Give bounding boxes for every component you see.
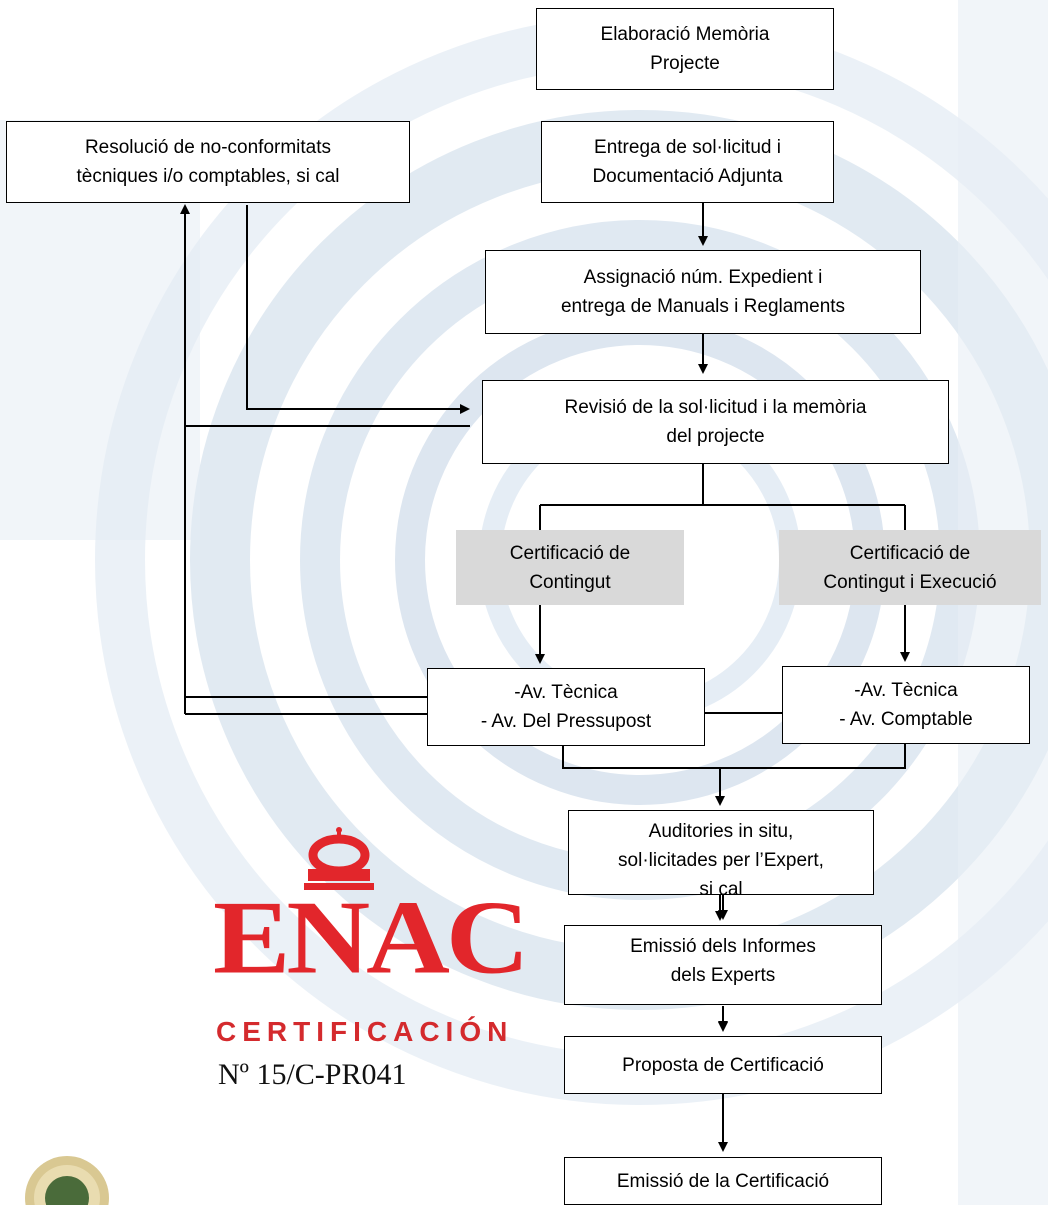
box-avaluacio-tecnica-pressupost: -Av. Tècnica - Av. Del Pressupost — [427, 668, 705, 746]
box-auditories-in-situ: Auditories in situ, sol·licitades per l’… — [568, 810, 874, 895]
certificacion-label: CERTIFICACIÓN — [216, 1016, 514, 1047]
box-certificacio-contingut-execucio: Certificació de Contingut i Execució — [779, 530, 1041, 605]
box-certificacio-contingut: Certificació de Contingut — [456, 530, 684, 605]
box-elaboracio-memoria: Elaboració Memòria Projecte — [536, 8, 834, 90]
box-avaluacio-tecnica-comptable: -Av. Tècnica - Av. Comptable — [782, 666, 1030, 744]
box-revisio-sollicitud: Revisió de la sol·licitud i la memòria d… — [482, 380, 949, 464]
box-resolucio-no-conformitats: Resolució de no-conformitats tècniques i… — [6, 121, 410, 203]
box-entrega-sollicitud: Entrega de sol·licitud i Documentació Ad… — [541, 121, 834, 203]
box-assignacio-expedient: Assignació núm. Expedient i entrega de M… — [485, 250, 921, 334]
box-emissio-certificacio: Emissió de la Certificació — [564, 1157, 882, 1205]
box-emissio-informes: Emissió dels Informes dels Experts — [564, 925, 882, 1005]
seal-icon — [25, 1156, 109, 1205]
box-proposta-certificacio: Proposta de Certificació — [564, 1036, 882, 1094]
certification-number: Nº 15/C-PR041 — [218, 1058, 407, 1091]
enac-logo-text: ENAC — [213, 880, 530, 996]
crown-icon — [304, 827, 374, 890]
